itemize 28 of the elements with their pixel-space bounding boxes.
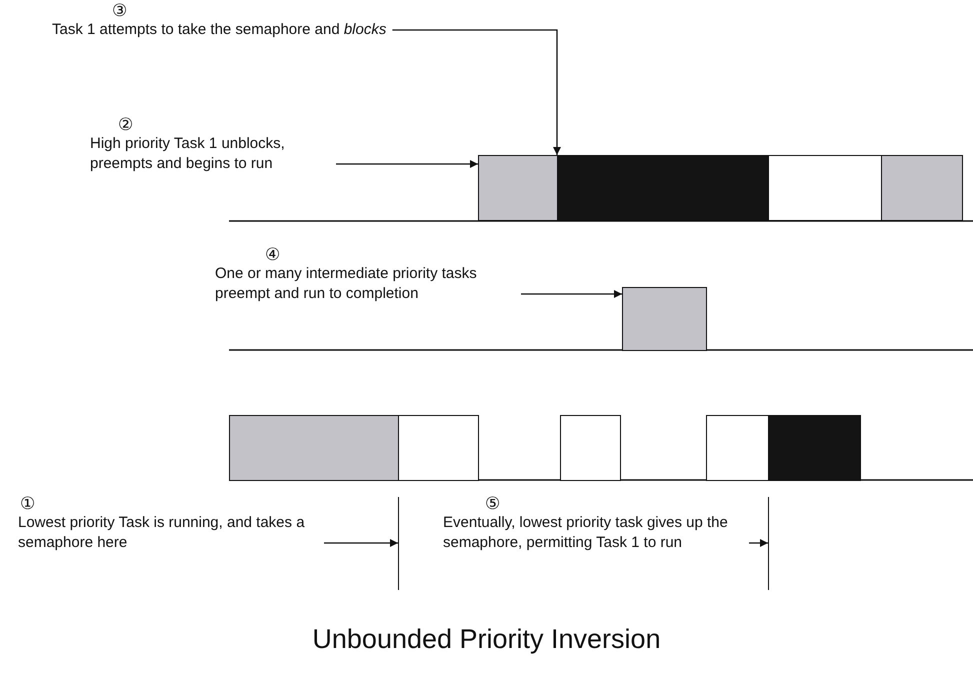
callout-number: ④	[265, 246, 280, 264]
task-bar	[622, 287, 707, 351]
callout-text: Eventually, lowest priority task gives up the semaphore, permitting Task 1 to run	[443, 513, 729, 553]
leader-arrow	[521, 290, 622, 298]
task-bar	[560, 415, 621, 481]
leader-arrow	[324, 539, 398, 547]
callout-number: ⑤	[485, 495, 500, 513]
task-bar	[706, 415, 769, 481]
callout-text: High priority Task 1 unblocks, preempts and begins to run	[90, 134, 286, 174]
task-bar	[881, 155, 963, 221]
time-marker-line	[398, 497, 399, 590]
callout-number: ①	[20, 495, 35, 513]
diagram-caption: Unbounded Priority Inversion	[312, 624, 661, 654]
callout-number: ②	[118, 116, 133, 134]
blocked-task-bar	[557, 155, 769, 221]
leader-arrow	[749, 539, 768, 547]
callout-text: Lowest priority Task is running, and takes a semaphore here	[18, 513, 306, 553]
time-marker-line	[768, 497, 769, 590]
task-bar	[398, 415, 479, 481]
blocked-task-bar	[768, 415, 861, 481]
callout-number: ③	[112, 2, 127, 20]
leader-arrow	[336, 160, 478, 168]
leader-arrow	[392, 29, 561, 155]
callout-text: Task 1 attempts to take the semaphore and blocks	[52, 20, 386, 40]
task-bar	[768, 155, 882, 221]
task-bar	[229, 415, 399, 481]
callout-text: One or many intermediate priority tasks preempt and run to completion	[215, 264, 478, 304]
task-bar	[478, 155, 558, 221]
